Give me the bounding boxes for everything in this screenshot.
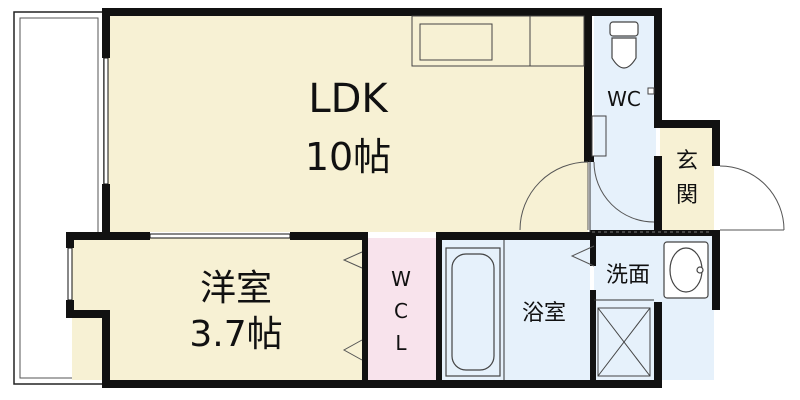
wc-label: WC [607, 87, 641, 111]
entrance-line2: 関 [676, 183, 698, 208]
entrance-floor [660, 126, 714, 232]
bedroom-name: 洋室 [200, 268, 272, 309]
bath-floor [442, 238, 590, 380]
toilet-icon [609, 21, 639, 69]
wcl-floor [366, 238, 438, 380]
fridge-space [591, 115, 607, 157]
paper-holder-icon [647, 87, 655, 95]
door-swings [342, 161, 785, 361]
wcl-line2: C [394, 299, 408, 323]
ldk-name: LDK [308, 76, 389, 122]
balcony [13, 11, 105, 385]
washroom-label: 洗面 [606, 263, 650, 288]
entrance-line1: 玄 [676, 149, 698, 174]
partitions [503, 160, 654, 380]
hall-floor [590, 160, 656, 232]
walls [66, 8, 720, 388]
bath-label: 浴室 [522, 301, 566, 326]
washbasin-icon [663, 241, 709, 299]
wcl-line3: L [395, 331, 407, 355]
bathtub-icon [445, 247, 501, 377]
ldk-floor [108, 14, 588, 232]
ldk-size: 10帖 [305, 135, 391, 179]
bedroom-size: 3.7帖 [189, 314, 282, 355]
wcl-line1: W [391, 267, 411, 291]
bedroom-floor [72, 238, 362, 380]
washing-machine-pan-icon [597, 307, 651, 377]
kitchen-counter-icon [411, 15, 585, 67]
